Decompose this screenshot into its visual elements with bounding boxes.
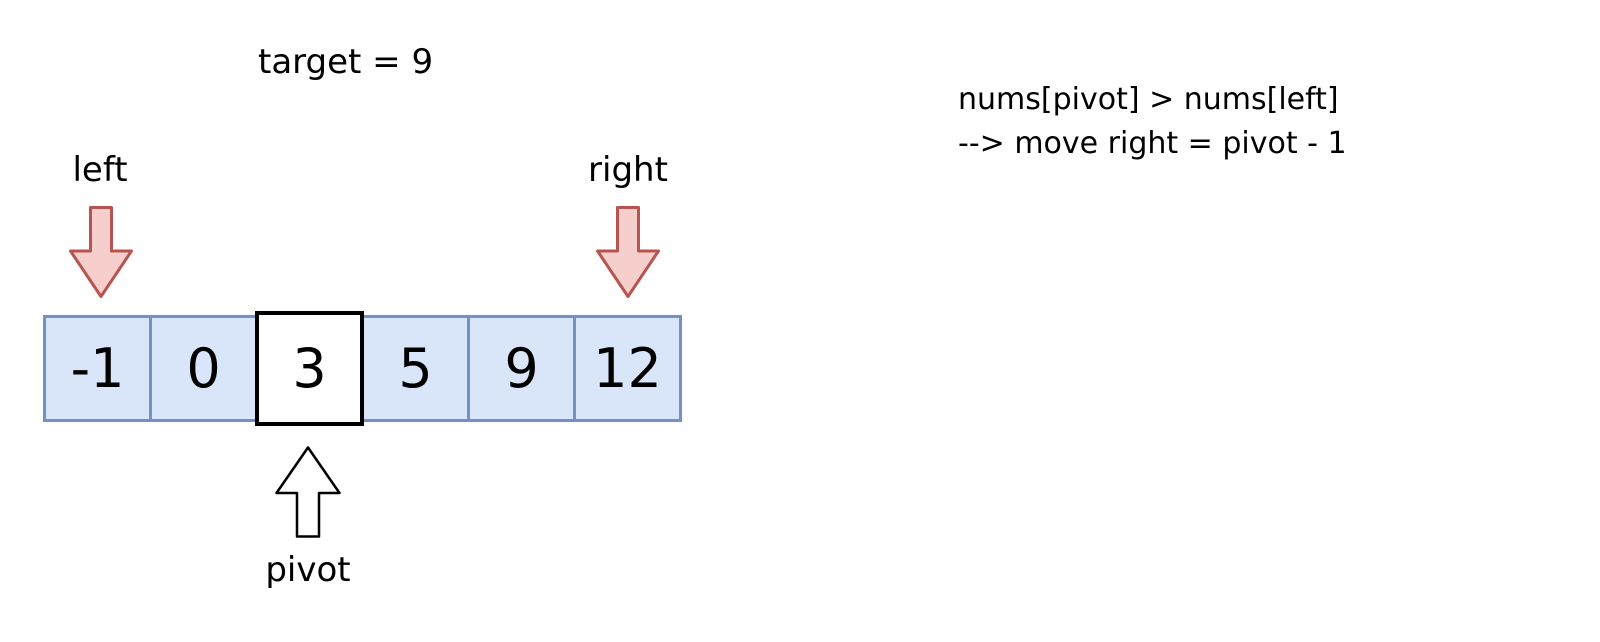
right-pointer-label: right [588,150,668,190]
target-value-label: target = 9 [258,42,434,82]
left-pointer-down-arrow-icon [69,206,133,298]
array-cell: 0 [149,315,258,422]
annotation-action-line: --> move right = pivot - 1 [958,126,1347,161]
annotation-block: nums[pivot] > nums[left] --> move right … [958,78,1347,166]
pivot-pointer-label: pivot [265,550,351,590]
array-cell: 5 [361,315,470,422]
pivot-up-arrow-icon [275,446,341,538]
right-pointer-down-arrow-icon [596,206,660,298]
annotation-condition-line: nums[pivot] > nums[left] [958,82,1339,117]
array-cell-pivot: 3 [255,311,364,426]
array-cell: 9 [467,315,576,422]
left-pointer-label: left [72,150,128,190]
array-cell: -1 [43,315,152,422]
array-cell: 12 [573,315,682,422]
